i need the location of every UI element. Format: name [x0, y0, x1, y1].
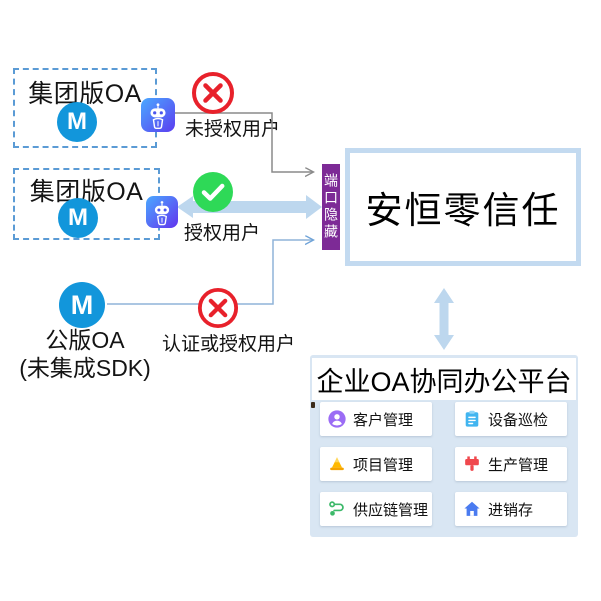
home-icon: [464, 501, 480, 516]
robot-sdk-icon: [141, 98, 175, 132]
m-logo-icon: M: [58, 198, 98, 238]
platform-title: 企业OA协同办公平台: [316, 366, 572, 397]
arrow-zero-trust-platform: [434, 288, 454, 350]
m-logo-icon: M: [59, 282, 105, 328]
stray-mark: [311, 402, 315, 408]
item-label: 供应链管理: [353, 501, 429, 519]
node-public-oa: 公版OA (未集成SDK): [0, 326, 170, 382]
platform-titlebar: 企业OA协同办公平台: [312, 358, 576, 400]
m-logo-icon: M: [57, 102, 97, 142]
node-zero-trust: 安恒零信任: [345, 148, 581, 266]
blocked-icon: [197, 287, 239, 329]
item-label: 生产管理: [488, 456, 549, 474]
platform-item-supply-chain-mgmt: 供应链管理: [320, 492, 432, 526]
clipboard-icon: [465, 410, 479, 427]
edge-label-auth-or-authorized: 认证或授权用户: [162, 334, 296, 355]
edge-label-authorized: 授权用户: [184, 223, 261, 244]
supply-chain-icon: [329, 501, 344, 516]
port-hidden-label: 端口隐藏: [323, 173, 339, 241]
robot-sdk-icon: [146, 196, 178, 228]
edge-label-unauthorized: 未授权用户: [185, 119, 281, 140]
logo-letter: M: [67, 108, 87, 135]
logo-letter: M: [68, 204, 88, 231]
platform-item-device-inspection: 设备巡检: [455, 402, 567, 436]
brush-icon: [465, 456, 479, 471]
port-hidden-bar: 端口隐藏: [322, 164, 340, 250]
item-label: 项目管理: [353, 456, 414, 474]
logo-letter: M: [70, 289, 94, 320]
blocked-icon: [192, 72, 234, 114]
cone-icon: [330, 457, 344, 471]
item-label: 设备巡检: [488, 411, 549, 429]
node-sublabel: (未集成SDK): [19, 355, 151, 381]
edge-unauthorized-line: [175, 112, 313, 172]
platform-item-customer-mgmt: 客户管理: [320, 402, 432, 436]
user-icon: [328, 410, 346, 428]
allowed-icon: [193, 172, 233, 212]
edge-auth-or-authorized-line: [107, 240, 313, 305]
zero-trust-label: 安恒零信任: [365, 190, 561, 231]
node-label: 公版OA: [45, 327, 125, 353]
platform-item-production-mgmt: 生产管理: [455, 447, 567, 481]
item-label: 客户管理: [353, 411, 414, 429]
item-label: 进销存: [488, 501, 534, 519]
platform-item-project-mgmt: 项目管理: [320, 447, 432, 481]
platform-item-inventory: 进销存: [455, 492, 567, 526]
